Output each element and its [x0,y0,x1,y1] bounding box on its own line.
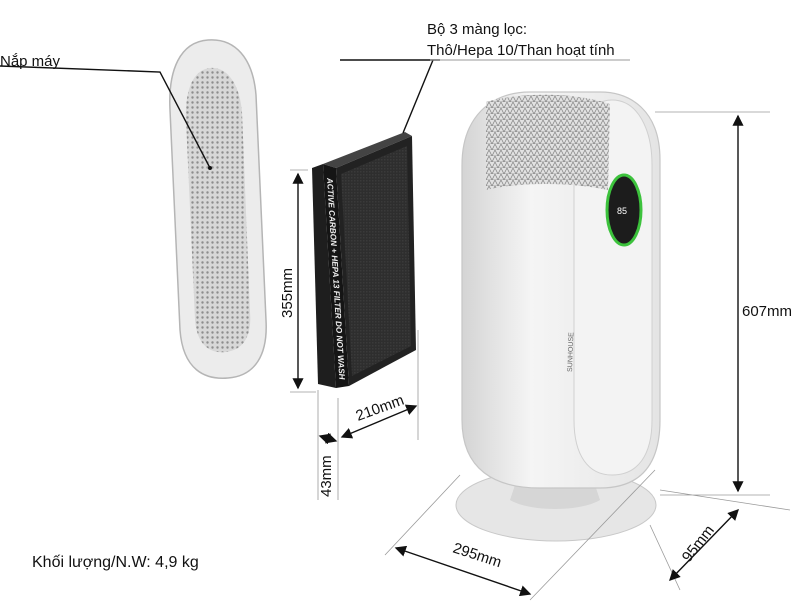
filter-set-label-line2: Thô/Hepa 10/Than hoạt tính [427,42,615,59]
brand-logo: SUNHOUSE [567,332,575,372]
cover-label: Nắp máy [0,53,61,70]
filter-leader-line [402,59,434,134]
device-width-label: 295mm [451,540,504,572]
cover-leader-dot [208,166,212,170]
device-extension-lines [384,111,791,601]
filter-width-arrow [340,404,418,439]
filter-extension-lines [290,169,419,500]
cover-leader-line [0,65,211,169]
filter-depth-label: 43mm [318,455,335,497]
weight-label: Khối lượng/N.W: 4,9 kg [32,554,199,571]
air-purifier: 85 SUNHOUSE [455,91,661,542]
filter-cartridge: ACTIVE CARBON + HEPA 13 FILTER DO NOT WA… [312,132,416,388]
display-digits: 85 [617,206,627,216]
device-width-arrow [394,545,532,597]
filter-width-label: 210mm [354,392,407,425]
device-height-label: 607mm [742,303,792,320]
device-depth-label: 95mm [679,522,718,565]
control-panel[interactable] [605,173,643,247]
filter-height-label: 355mm [279,268,296,318]
filter-depth-arrow [318,432,338,445]
device-depth-arrow [669,508,739,582]
cover-panel [169,39,267,379]
filter-set-label-line1: Bộ 3 màng lọc: [427,21,527,38]
